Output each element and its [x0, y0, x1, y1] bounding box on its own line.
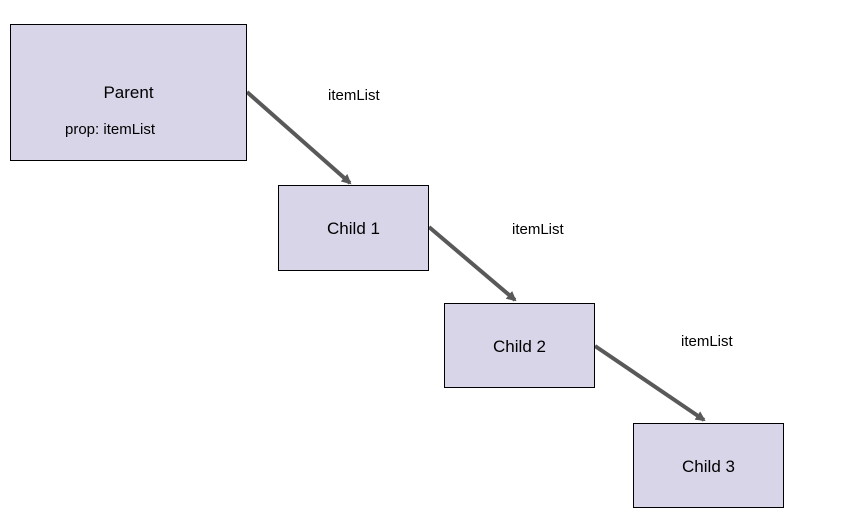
- child1-node: Child 1: [278, 185, 429, 271]
- edge-label-parent-child1: itemList: [328, 87, 380, 104]
- child2-node-label: Child 2: [493, 337, 546, 356]
- child3-node: Child 3: [633, 423, 784, 508]
- parent-node-prop: prop: itemList: [65, 121, 156, 138]
- child3-node-label: Child 3: [682, 457, 735, 476]
- parent-node: Parent prop: itemList: [10, 24, 247, 161]
- arrow-parent-to-child1: [245, 90, 352, 185]
- edge-label-child1-child2: itemList: [512, 221, 564, 238]
- arrow-child2-to-child3: [593, 344, 706, 422]
- child2-node: Child 2: [444, 303, 595, 388]
- edge-label-child2-child3: itemList: [681, 333, 733, 350]
- child1-node-label: Child 1: [327, 219, 380, 238]
- arrow-child1-to-child2: [427, 225, 517, 302]
- parent-node-label: Parent: [103, 83, 154, 102]
